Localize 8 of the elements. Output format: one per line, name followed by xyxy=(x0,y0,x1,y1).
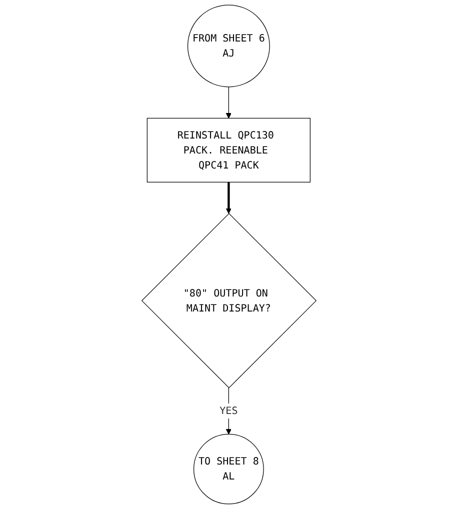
arrow xyxy=(225,387,231,434)
node-diamond: "80" OUTPUT ON MAINT DISPLAY? xyxy=(140,213,316,388)
node-circle: TO SHEET 8 AL xyxy=(192,434,264,504)
arrow xyxy=(225,86,231,118)
arrow xyxy=(225,182,231,214)
node-circle: FROM SHEET 6 AJ xyxy=(186,4,270,88)
edge-label: YES xyxy=(219,404,238,417)
node-box: REINSTALL QPC130 PACK. REENABLE QPC41 PACK xyxy=(146,118,310,182)
